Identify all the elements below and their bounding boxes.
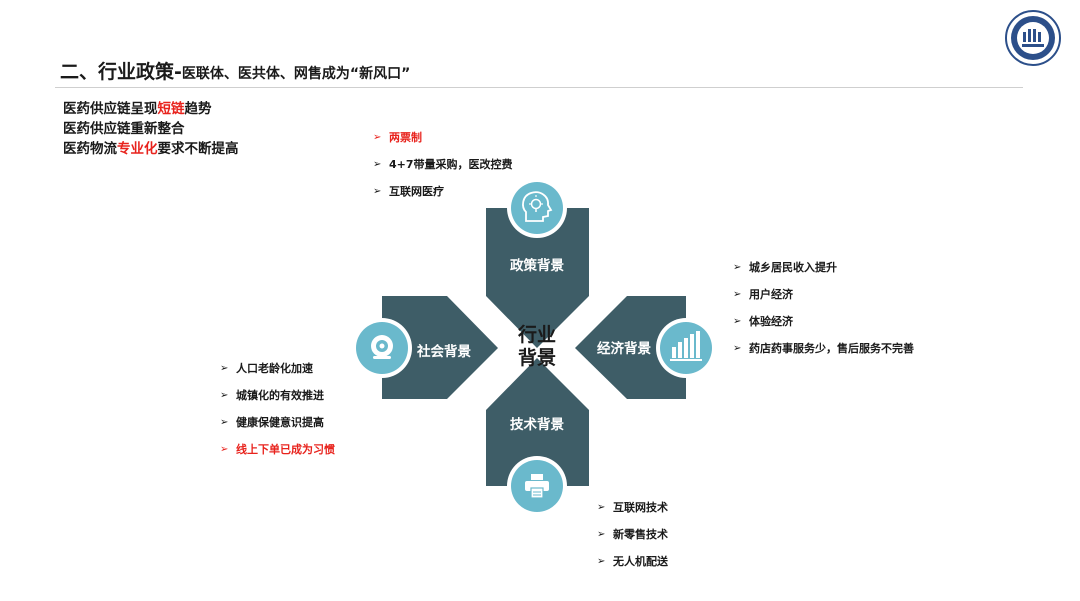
list-item: 两票制: [373, 129, 513, 156]
camera-lens-icon: [352, 318, 412, 378]
list-item: 城镇化的有效推进: [220, 387, 335, 414]
list-item: 人口老龄化加速: [220, 360, 335, 387]
list-item: 互联网医疗: [373, 183, 513, 210]
sector-label-tech: 技术背景: [510, 416, 564, 433]
title-subtitle: 医联体、医共体、网售成为“新风口”: [181, 66, 411, 82]
tech-list: 互联网技术 新零售技术 无人机配送: [597, 499, 668, 580]
key-point-3: 医药物流专业化要求不断提高: [63, 141, 239, 157]
header-divider: [55, 87, 1023, 88]
page-title: 二、行业政策-医联体、医共体、网售成为“新风口”: [60, 57, 410, 84]
lightbulb-head-icon: [507, 178, 567, 238]
sector-label-policy: 政策背景: [510, 257, 564, 274]
list-item: 用户经济: [733, 286, 914, 313]
sector-label-social: 社会背景: [416, 343, 471, 360]
sector-social: [382, 296, 498, 399]
sector-label-economy: 经济背景: [597, 340, 651, 357]
title-main: 二、行业政策: [60, 61, 175, 83]
list-item: 线上下单已成为习惯: [220, 441, 335, 468]
list-item: 药店药事服务少，售后服务不完善: [733, 340, 914, 367]
list-item: 4+7带量采购，医改控费: [373, 156, 513, 183]
title-dash: -: [174, 61, 182, 83]
policy-list: 两票制 4+7带量采购，医改控费 互联网医疗: [373, 129, 513, 210]
center-title-line2: 背景: [518, 346, 556, 369]
list-item: 体验经济: [733, 313, 914, 340]
economy-list: 城乡居民收入提升 用户经济 体验经济 药店药事服务少，售后服务不完善: [733, 259, 914, 367]
key-point-2: 医药供应链重新整合: [63, 121, 185, 137]
list-item: 新零售技术: [597, 526, 668, 553]
list-item: 健康保健意识提高: [220, 414, 335, 441]
sector-tech: [486, 358, 589, 486]
bar-chart-icon: [656, 318, 716, 378]
list-item: 城乡居民收入提升: [733, 259, 914, 286]
institution-logo-icon: [1005, 10, 1061, 66]
sector-economy: [575, 296, 686, 399]
list-item: 无人机配送: [597, 553, 668, 580]
center-title-line1: 行业: [517, 323, 556, 346]
social-list: 人口老龄化加速 城镇化的有效推进 健康保健意识提高 线上下单已成为习惯: [220, 360, 335, 468]
printer-icon: [507, 456, 567, 516]
key-points: 医药供应链呈现短链趋势 医药供应链重新整合 医药物流专业化要求不断提高: [63, 99, 239, 159]
list-item: 互联网技术: [597, 499, 668, 526]
key-point-1: 医药供应链呈现短链趋势: [63, 101, 212, 117]
sector-policy: [486, 208, 589, 348]
